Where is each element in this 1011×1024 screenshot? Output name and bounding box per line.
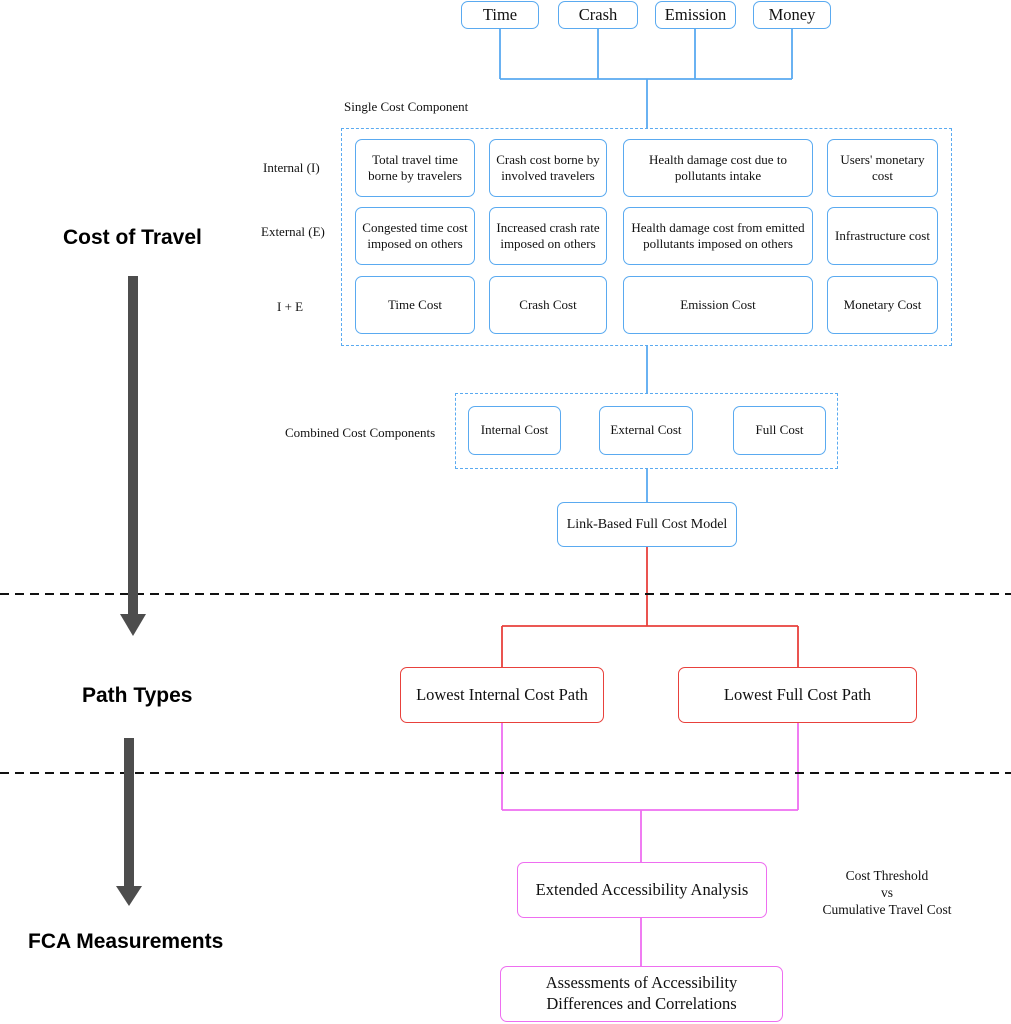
external-emission-box: Health damage cost from emitted pollutan…: [623, 207, 813, 265]
factor-connectors: [499, 29, 793, 502]
external-crash-box: Increased crash rate imposed on others: [489, 207, 607, 265]
down-arrow-2: [116, 738, 142, 906]
threshold-note-line-1: Cost Threshold: [845, 868, 929, 883]
factor-crash: Crash: [558, 1, 638, 29]
section-cost-of-travel: Cost of Travel: [63, 226, 202, 249]
threshold-note: Cost Threshold vs Cumulative Travel Cost: [810, 868, 964, 919]
factor-emission: Emission: [655, 1, 736, 29]
single-cost-group: [341, 128, 952, 346]
internal-cost-box: Internal Cost: [468, 406, 561, 455]
factor-time: Time: [461, 1, 539, 29]
combined-cost-title: Combined Cost Components: [285, 425, 436, 440]
external-time-box: Congested time cost imposed on others: [355, 207, 475, 265]
accessibility-assessment-box: Assessments of Accessibility Differences…: [500, 966, 783, 1022]
section-path-types: Path Types: [82, 684, 193, 707]
accessibility-connectors: [501, 723, 799, 966]
factor-money: Money: [753, 1, 831, 29]
full-cost-box: Full Cost: [733, 406, 826, 455]
down-arrow-1: [120, 276, 146, 636]
internal-time-box: Total travel time borne by travelers: [355, 139, 475, 197]
external-cost-box: External Cost: [599, 406, 693, 455]
row-label-combined: I + E: [277, 299, 304, 314]
monetary-cost-box: Monetary Cost: [827, 276, 938, 334]
section-fca-measurements: FCA Measurements: [28, 930, 224, 953]
external-infrastructure-box: Infrastructure cost: [827, 207, 938, 265]
link-model-box: Link-Based Full Cost Model: [557, 502, 737, 547]
extended-accessibility-box: Extended Accessibility Analysis: [517, 862, 767, 918]
lowest-full-cost-path-box: Lowest Full Cost Path: [678, 667, 917, 723]
section-dividers: [0, 593, 1011, 774]
threshold-note-line-2: vs: [880, 884, 893, 900]
row-label-external: External (E): [261, 224, 325, 239]
row-label-internal: Internal (I): [263, 160, 320, 175]
internal-emission-box: Health damage cost due to pollutants int…: [623, 139, 813, 197]
emission-cost-box: Emission Cost: [623, 276, 813, 334]
single-cost-title: Single Cost Component: [344, 99, 469, 114]
threshold-note-line-3: Cumulative Travel Cost: [822, 901, 952, 917]
time-cost-box: Time Cost: [355, 276, 475, 334]
internal-crash-box: Crash cost borne by involved travelers: [489, 139, 607, 197]
lowest-internal-cost-path-box: Lowest Internal Cost Path: [400, 667, 604, 723]
combined-cost-group: [455, 393, 838, 469]
internal-money-box: Users' monetary cost: [827, 139, 938, 197]
crash-cost-box: Crash Cost: [489, 276, 607, 334]
path-connectors: [501, 547, 799, 667]
